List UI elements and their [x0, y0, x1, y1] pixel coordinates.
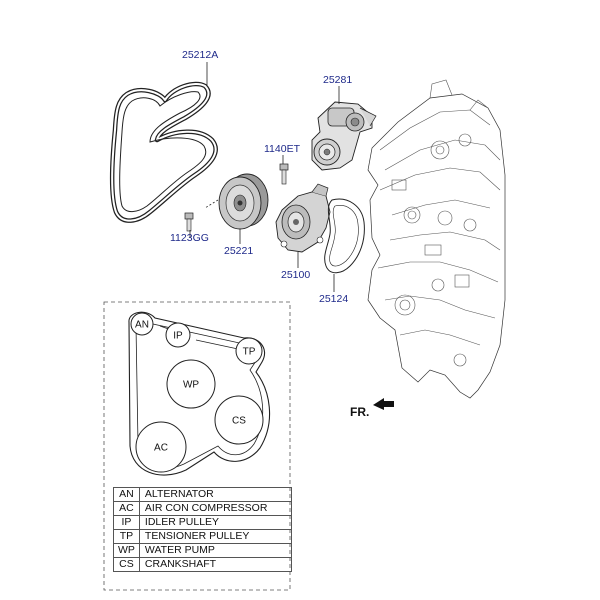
legend-row: IP IDLER PULLEY: [113, 515, 292, 530]
pulley-label-wp: WP: [183, 380, 199, 391]
pulley-an: [130, 312, 154, 336]
callout-25212a[interactable]: 25212A: [182, 49, 218, 61]
callout-1140et[interactable]: 1140ET: [264, 143, 301, 155]
legend-row: AC AIR CON COMPRESSOR: [113, 501, 292, 516]
legend-name: WATER PUMP: [138, 543, 292, 558]
legend-row: CS CRANKSHAFT: [113, 557, 292, 572]
front-label: FR.: [350, 405, 369, 419]
front-arrow-icon: [373, 398, 394, 410]
legend-code: IP: [113, 515, 140, 530]
legend-name: ALTERNATOR: [138, 487, 292, 502]
legend-name: CRANKSHAFT: [138, 557, 292, 572]
legend-code: TP: [113, 529, 140, 544]
callout-25281[interactable]: 25281: [323, 74, 352, 86]
bolt-1140et: [279, 163, 289, 185]
leader-lines: [189, 62, 340, 292]
pulley-label-ac: AC: [154, 443, 168, 454]
legend-name: AIR CON COMPRESSOR: [138, 501, 292, 516]
callout-25221[interactable]: 25221: [224, 245, 253, 257]
pulley-label-an: AN: [135, 320, 149, 331]
water-pump: [275, 183, 331, 253]
pulley-ip: [165, 322, 191, 348]
legend-code: AC: [113, 501, 140, 516]
bolt-1123gg: [184, 212, 194, 232]
idler-pulley: [204, 173, 269, 230]
water-pump-gasket: [324, 198, 365, 274]
pulley-label-tp: TP: [243, 347, 256, 358]
callout-1123gg[interactable]: 1123GG: [170, 232, 209, 244]
legend-name: IDLER PULLEY: [138, 515, 292, 530]
legend-code: CS: [113, 557, 140, 572]
pulley-cs: [214, 395, 264, 445]
legend-row: TP TENSIONER PULLEY: [113, 529, 292, 544]
belt-routing-frame: [103, 301, 291, 591]
pulley-label-cs: CS: [232, 416, 246, 427]
pulley-tp: [235, 337, 263, 365]
tensioner-assembly: [311, 101, 377, 171]
engine-block: [367, 79, 506, 399]
belt-routing-schematic: AN IP TP WP CS AC: [128, 311, 271, 476]
callout-25100[interactable]: 25100: [281, 269, 310, 281]
part-callouts: 25212A 25281 1140ET 1123GG 25221 25100 2…: [170, 49, 352, 305]
legend-row: WP WATER PUMP: [113, 543, 292, 558]
pulley-wp: [166, 359, 216, 409]
legend-code: AN: [113, 487, 140, 502]
pulley-ac: [135, 421, 187, 473]
pulley-legend-table: AN ALTERNATOR AC AIR CON COMPRESSOR IP I…: [113, 487, 292, 572]
legend-row: AN ALTERNATOR: [113, 487, 292, 502]
drive-belt: [109, 81, 218, 223]
legend-name: TENSIONER PULLEY: [138, 529, 292, 544]
callout-25124[interactable]: 25124: [319, 293, 348, 305]
legend-code: WP: [113, 543, 140, 558]
pulley-label-ip: IP: [173, 331, 183, 342]
front-direction-indicator: FR.: [350, 398, 394, 419]
